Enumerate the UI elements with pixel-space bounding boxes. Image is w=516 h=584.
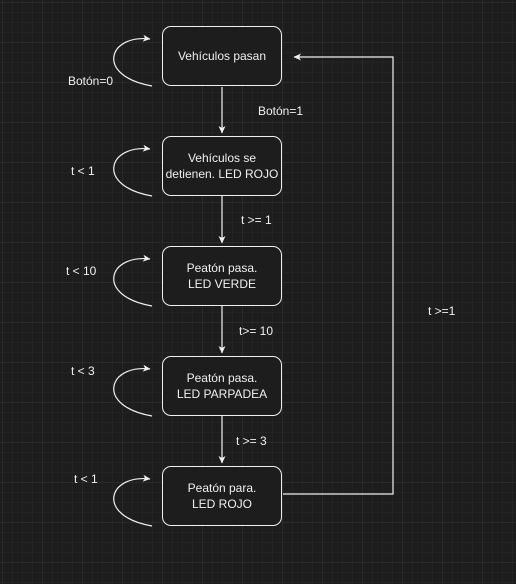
self-loop-s5: [113, 474, 153, 527]
transition-label-s3-s4: t>= 10: [239, 324, 274, 338]
transition-label-s5-s1: t >=1: [428, 304, 456, 318]
transition-label-s1-s2: Botón=1: [258, 104, 304, 118]
state-vehiculos-pasan[interactable]: Vehículos pasan: [162, 26, 282, 86]
self-loop-s2: [113, 144, 153, 197]
self-loop-label-s2: t < 1: [71, 164, 95, 178]
self-loop-s1: [113, 34, 153, 87]
edge-s5-s1: [283, 53, 394, 495]
self-loop-s3: [113, 254, 153, 307]
self-loop-s4: [113, 364, 153, 417]
state-peaton-pasa-parpadea[interactable]: Peatón pasa. LED PARPADEA: [162, 356, 282, 416]
state-peaton-para[interactable]: Peatón para. LED ROJO: [162, 466, 282, 526]
state-peaton-pasa-verde[interactable]: Peatón pasa. LED VERDE: [162, 246, 282, 306]
state-vehiculos-se-detienen[interactable]: Vehículos se detienen. LED ROJO: [162, 136, 282, 196]
transition-label-s4-s5: t >= 3: [236, 434, 267, 448]
transition-label-s2-s3: t >= 1: [241, 213, 272, 227]
self-loop-label-s5: t < 1: [74, 472, 98, 486]
self-loop-label-s1: Botón=0: [68, 74, 114, 88]
self-loop-label-s4: t < 3: [71, 364, 95, 378]
self-loop-label-s3: t < 10: [66, 264, 97, 278]
